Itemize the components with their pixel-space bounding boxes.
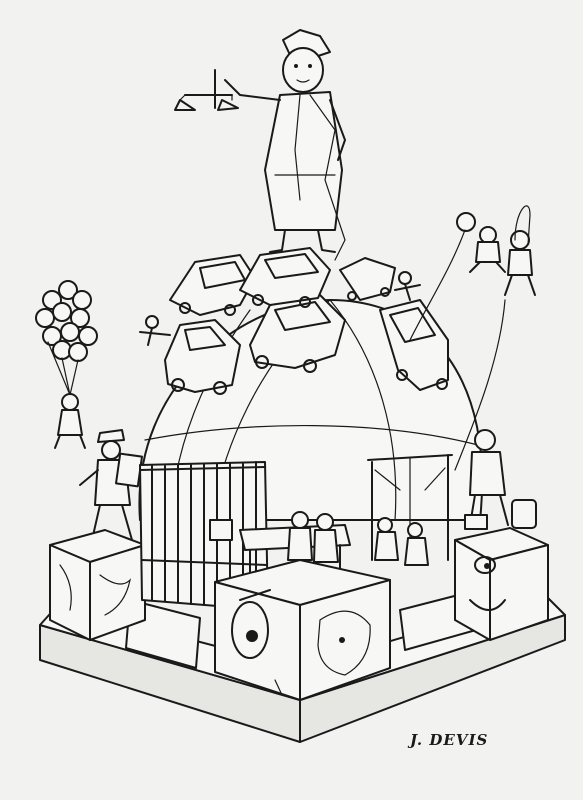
center-block [214,559,391,701]
seated-figure [464,429,537,530]
horse-head-icon [317,610,371,676]
machine-icon [511,499,537,529]
sign-icon [209,519,233,541]
crawling-figure [139,315,171,346]
eye-icon [231,601,269,659]
car-icon [239,247,331,308]
man-with-sign [79,429,143,541]
left-block [49,529,146,641]
artist-signature: J. DEVIS [407,731,488,749]
right-block [454,527,549,641]
car-icon [169,254,256,316]
scales-icon [174,69,239,111]
justice-figure [224,29,346,261]
sign-icon [115,452,143,488]
cars-cluster [164,247,449,395]
gallows [367,454,453,566]
bench-figures [239,511,351,581]
ball-icon [456,212,476,232]
head [282,47,324,93]
eye-icon [474,556,496,574]
hat-icon [97,429,125,443]
car-icon [379,299,449,391]
balloon-bunch-icon [35,280,98,396]
car-icon [164,319,241,395]
car-icon [339,257,396,301]
robe [264,91,343,231]
waving-figure [394,271,421,301]
floating-child [54,393,86,449]
acrobats [409,205,536,471]
